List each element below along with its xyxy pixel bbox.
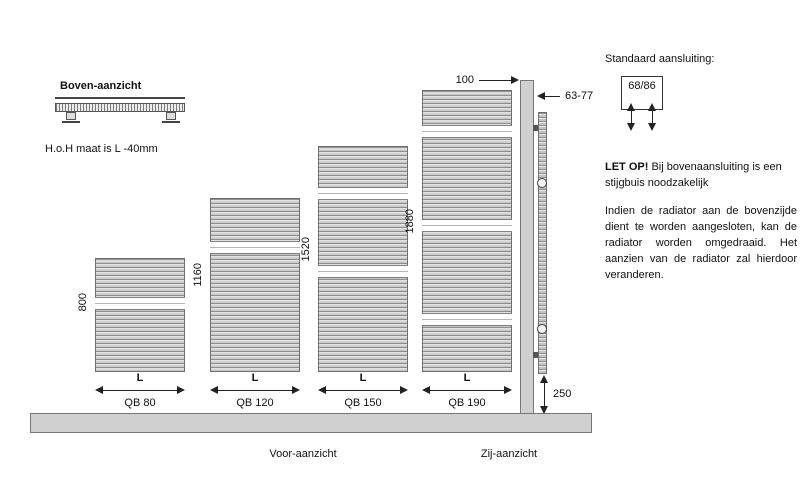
warning-bold: LET OP! (605, 161, 649, 173)
arrow-line (544, 380, 545, 409)
arrowhead-right-icon (400, 386, 408, 394)
width-label: L (359, 372, 367, 384)
width-dimension-arrow (95, 386, 185, 395)
mounting-bracket-bottom (533, 352, 538, 358)
radiator-gap-band (318, 265, 408, 278)
top-view-edge-line (55, 97, 185, 99)
arrowhead-up-icon (627, 103, 635, 111)
radiator-qb-150 (318, 146, 408, 372)
height-dimension-label: 1160 (192, 263, 204, 287)
top-view-foot-left (66, 112, 76, 120)
radiator-qb-120 (210, 198, 300, 372)
floor-clearance-arrow (540, 375, 549, 414)
depth-dimension-line (479, 80, 512, 81)
top-view-foot-right (166, 112, 176, 120)
top-view-title: Boven-aanzicht (60, 80, 142, 92)
side-view-radiator-profile (538, 112, 547, 374)
warning-rest: Bij bovenaansluiting is een stijgbuis no… (605, 161, 782, 189)
model-label: QB 120 (236, 397, 274, 409)
arrow-line (652, 108, 653, 126)
top-view-foot-pad-left (62, 121, 80, 123)
radiator-gap-band (318, 187, 408, 200)
warning-text: LET OP! Bij bovenaansluiting is een stij… (605, 160, 793, 192)
arrowhead-up-icon (540, 375, 548, 383)
arrow-line (427, 390, 507, 391)
side-view-wall (520, 80, 534, 414)
width-dimension-arrow (210, 386, 300, 395)
arrowhead-left-icon (422, 386, 430, 394)
width-dimension-arrow (422, 386, 512, 395)
radiator-qb-190 (422, 90, 512, 372)
depth-dimension-label: 100 (455, 74, 474, 86)
arrow-line (323, 390, 403, 391)
arrow-line (215, 390, 295, 391)
arrow-line (100, 390, 180, 391)
radiator-gap-band (95, 297, 185, 310)
height-dimension-label: 800 (77, 293, 89, 312)
front-view-caption: Voor-aanzicht (269, 448, 337, 460)
arrowhead-right-icon (177, 386, 185, 394)
width-label: L (251, 372, 259, 384)
radiator-qb-80 (95, 258, 185, 372)
top-view-fins (55, 103, 185, 112)
arrowhead-down-icon (627, 123, 635, 131)
arrow-line (631, 108, 632, 126)
top-view-foot-pad-right (162, 121, 180, 123)
wall-distance-label: 63-77 (565, 90, 594, 102)
radiator-gap-band (210, 241, 300, 254)
arrowhead-left-icon (318, 386, 326, 394)
floor (30, 413, 592, 433)
arrowhead-right-icon (504, 386, 512, 394)
radiator-gap-band (422, 125, 512, 138)
info-paragraph: Indien de radiator aan de bovenzijde die… (605, 205, 797, 281)
arrowhead-left-icon (537, 92, 545, 100)
arrowhead-down-icon (648, 123, 656, 131)
model-label: QB 190 (448, 397, 486, 409)
mounting-bracket-top (533, 125, 538, 131)
width-dimension-arrow (318, 386, 408, 395)
height-dimension-label: 1880 (404, 209, 416, 234)
model-label: QB 150 (344, 397, 382, 409)
hoh-note: H.o.H maat is L -40mm (45, 143, 158, 155)
info-heading: Standaard aansluiting: (605, 53, 715, 65)
radiator-gap-band (422, 313, 512, 326)
height-dimension-label: 1520 (300, 237, 312, 262)
arrowhead-left-icon (210, 386, 218, 394)
arrowhead-up-icon (648, 103, 656, 111)
arrowhead-right-icon (292, 386, 300, 394)
connection-size-label: 68/86 (628, 80, 656, 92)
wall-distance-line (545, 96, 560, 97)
width-label: L (463, 372, 471, 384)
arrowhead-right-icon (511, 76, 519, 84)
arrowhead-left-icon (95, 386, 103, 394)
width-label: L (136, 372, 144, 384)
floor-clearance-label: 250 (553, 388, 572, 400)
connection-arrow-left (627, 103, 636, 131)
side-view-caption: Zij-aanzicht (480, 448, 538, 460)
connection-arrow-right (648, 103, 657, 131)
radiator-gap-band (422, 219, 512, 232)
arrowhead-down-icon (540, 406, 548, 414)
connection-circle-bottom (537, 324, 547, 334)
model-label: QB 80 (124, 397, 156, 409)
connection-circle-top (537, 178, 547, 188)
